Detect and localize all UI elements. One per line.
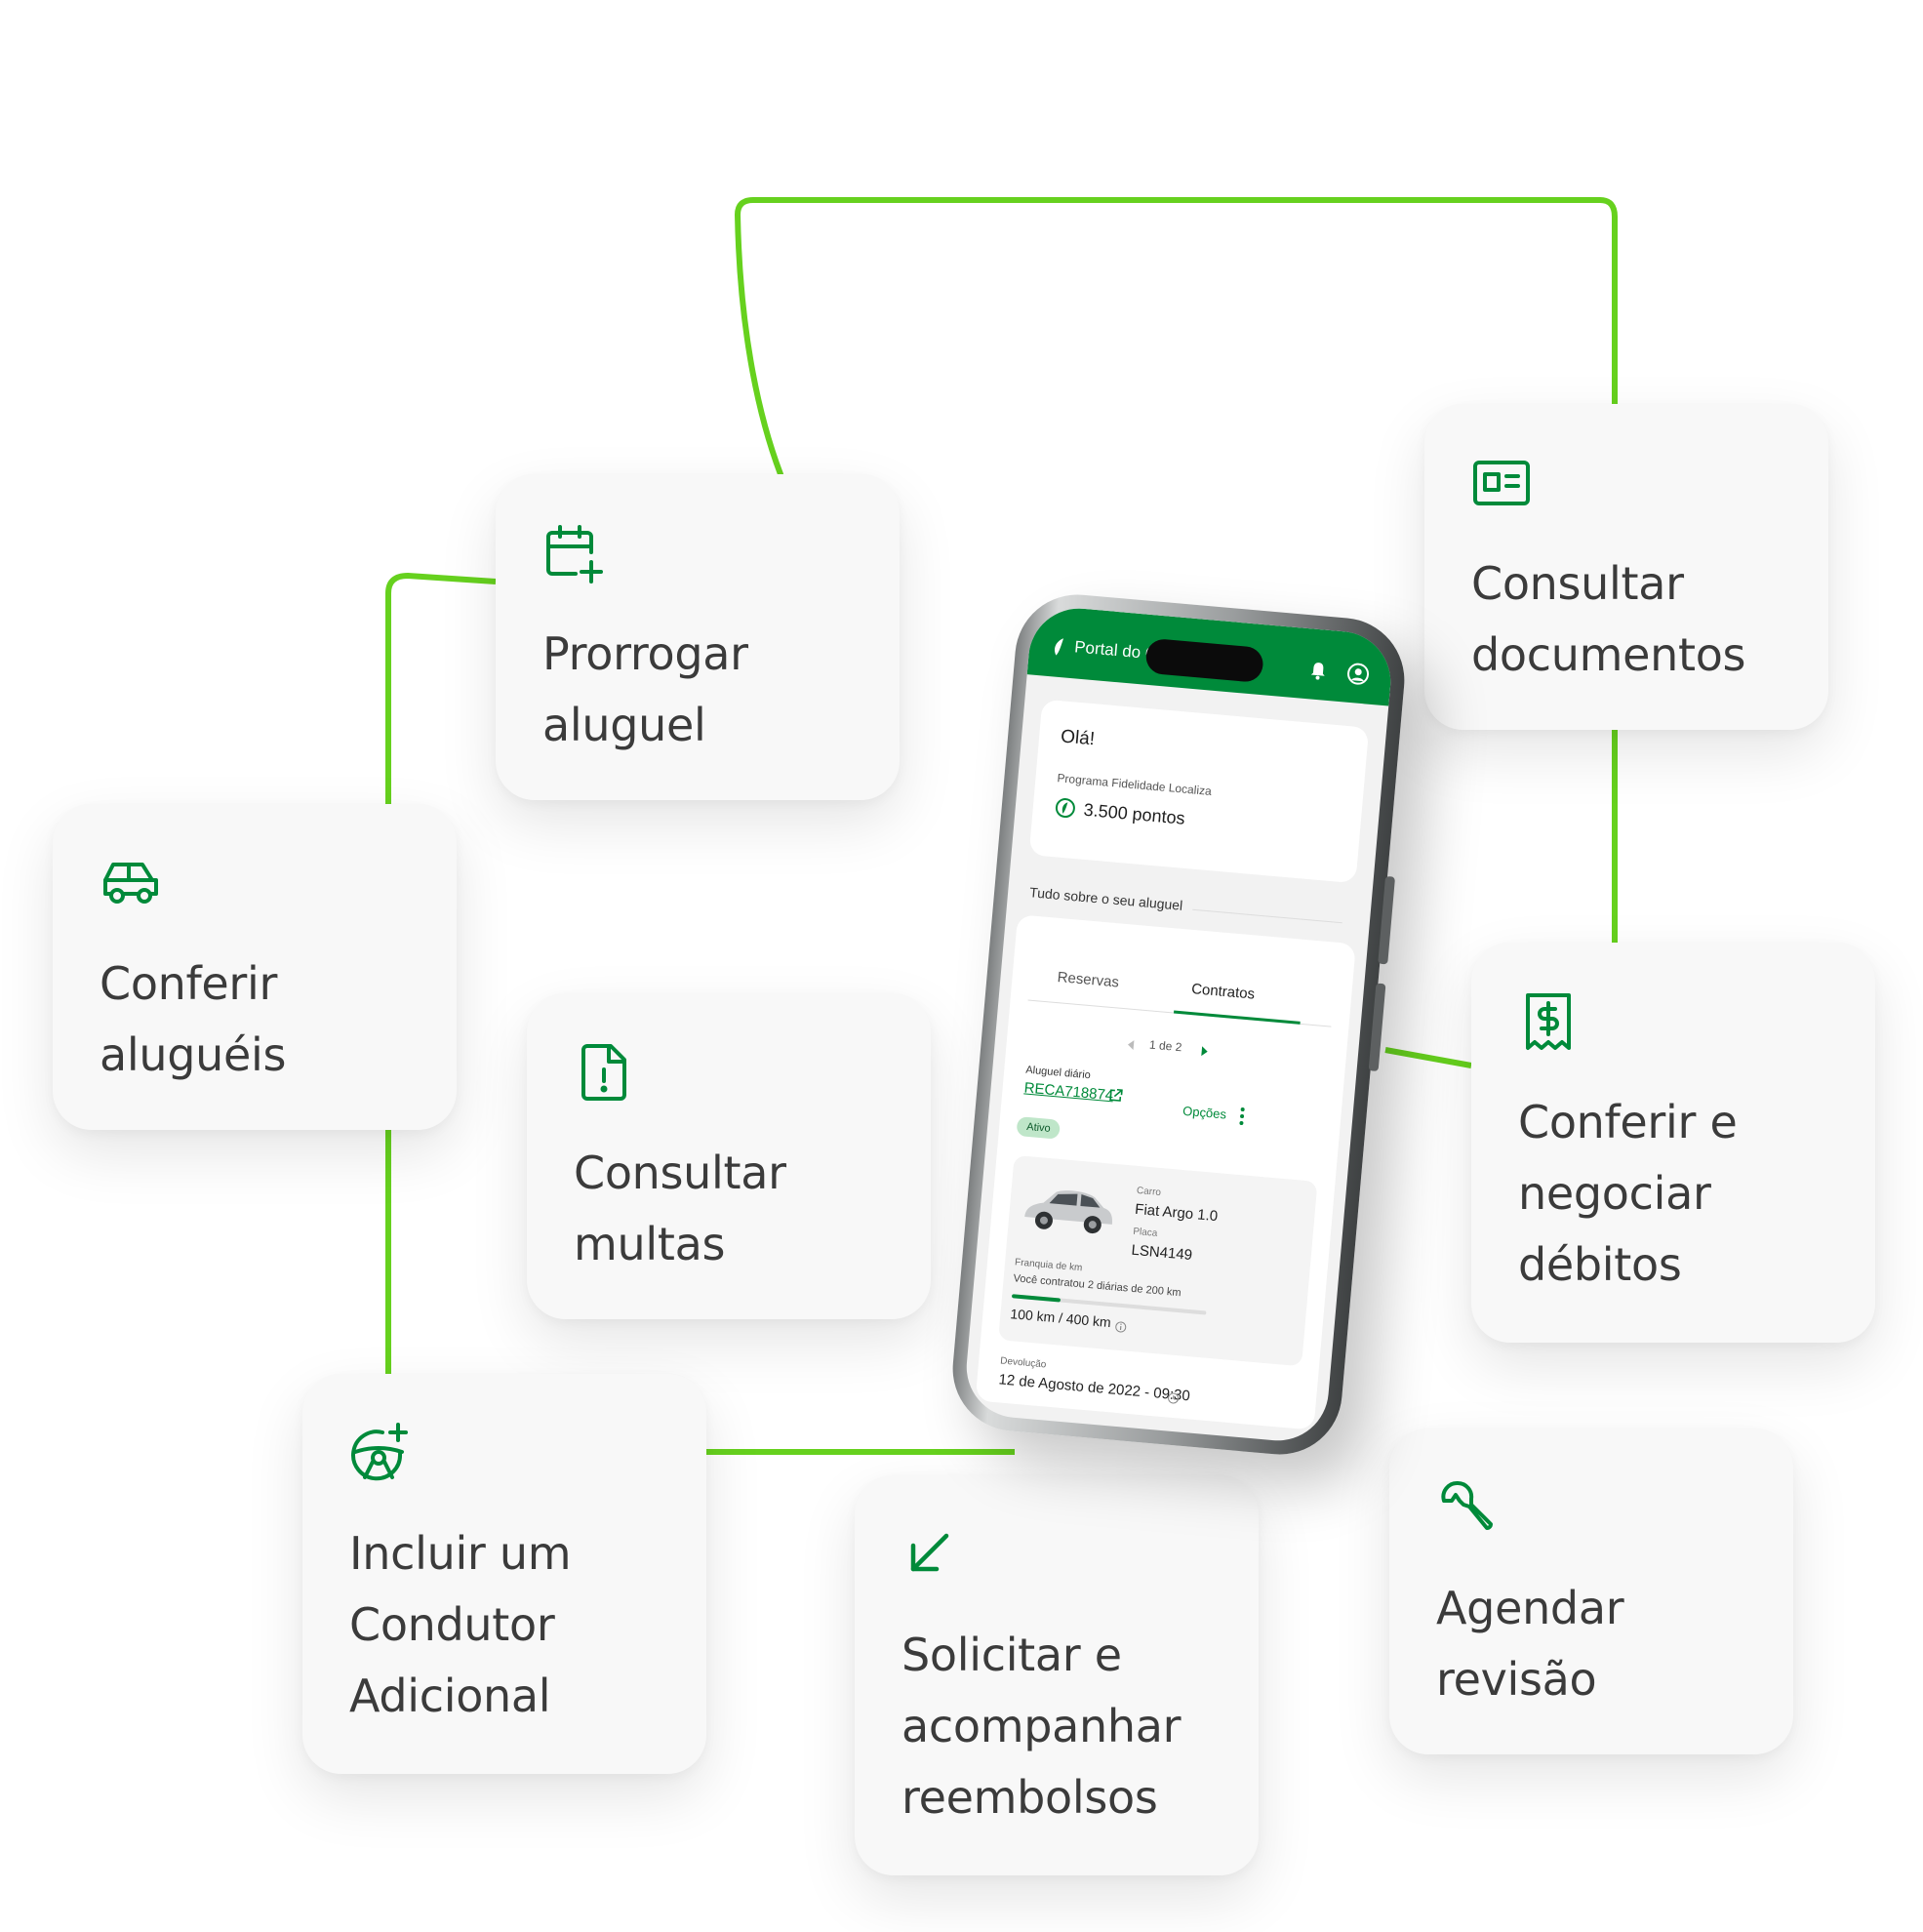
localiza-logo-icon (1055, 638, 1064, 656)
return-date: 12 de Agosto de 2022 - 09:30 (997, 1371, 1191, 1405)
points-icon (1055, 798, 1075, 819)
card-label: Solicitar e acompanhar reembolsos (901, 1629, 1182, 1824)
card-conferir-debitos[interactable]: Conferir e negociar débitos (1471, 943, 1875, 1343)
plate-value: LSN4149 (1130, 1241, 1193, 1265)
card-conferir-alugueis[interactable]: Conferir aluguéis (53, 804, 457, 1130)
section-divider (1192, 908, 1342, 924)
pager-prev-icon[interactable] (1127, 1039, 1135, 1051)
connector-extend-to-docs (734, 197, 1618, 477)
receipt-dollar-icon (1518, 991, 1579, 1052)
dynamic-island (1144, 637, 1264, 684)
car-icon (100, 853, 160, 913)
km-contract-text: Você contratou 2 diárias de 200 km (1013, 1272, 1182, 1300)
card-label: Consultar multas (574, 1147, 786, 1270)
info-icon[interactable] (1114, 1321, 1127, 1334)
topbar-title: Portal do C (1073, 637, 1158, 664)
rental-type: Aluguel diário (1024, 1064, 1092, 1082)
loyalty-card: Olá! Programa Fidelidade Localiza 3.500 … (1028, 699, 1370, 884)
phone-screen: Portal do C Olá! Programa Fidelidade Loc… (962, 604, 1395, 1445)
external-link-icon[interactable] (1107, 1087, 1124, 1104)
phone-mockup: Portal do C Olá! Programa Fidelidade Loc… (947, 589, 1410, 1460)
status-badge: Ativo (1016, 1115, 1062, 1140)
plate-label: Placa (1132, 1226, 1158, 1239)
user-avatar-icon[interactable] (1345, 662, 1371, 687)
id-card-icon (1471, 453, 1532, 513)
km-progress-fill (1011, 1294, 1062, 1303)
card-label: Incluir um Condutor Adicional (349, 1527, 572, 1722)
pager-label: 1 de 2 (1148, 1037, 1182, 1055)
points-value: 3.500 pontos (1082, 799, 1186, 828)
car-image (1024, 1190, 1113, 1234)
card-label: Conferir aluguéis (100, 957, 287, 1081)
km-used: 100 km / 400 km (1009, 1306, 1112, 1331)
document-alert-icon (574, 1042, 634, 1103)
card-incluir-condutor[interactable]: Incluir um Condutor Adicional (302, 1374, 706, 1774)
app-topbar: Portal do C (1026, 604, 1395, 706)
return-label: Devolução (999, 1355, 1047, 1371)
connector-phone-to-debts (1384, 1047, 1472, 1068)
section-title: Tudo sobre o seu aluguel (1028, 884, 1183, 913)
card-label: Consultar documentos (1471, 557, 1746, 681)
card-label: Agendar revisão (1436, 1582, 1624, 1706)
pager-next-icon[interactable] (1201, 1046, 1209, 1057)
loyalty-program-label: Programa Fidelidade Localiza (1056, 771, 1213, 799)
card-consultar-documentos[interactable]: Consultar documentos (1424, 404, 1828, 730)
car-model: Fiat Argo 1.0 (1134, 1200, 1219, 1226)
calendar-plus-icon (542, 523, 603, 584)
card-label: Prorrogar aluguel (542, 627, 748, 751)
wrench-icon (1436, 1477, 1497, 1538)
tab-reservas[interactable]: Reservas (1057, 969, 1120, 991)
card-solicitar-reembolsos[interactable]: Solicitar e acompanhar reembolsos (855, 1475, 1259, 1875)
greeting: Olá! (1060, 726, 1096, 750)
car-label: Carro (1136, 1185, 1162, 1199)
history-icon[interactable] (1167, 1391, 1180, 1404)
rental-card: Reservas Contratos 1 de 2 Aluguel diário… (975, 914, 1356, 1430)
tab-contratos[interactable]: Contratos (1190, 981, 1256, 1003)
options-button[interactable]: Opções (1182, 1103, 1227, 1122)
kebab-menu-icon[interactable] (1238, 1107, 1246, 1126)
car-details: Carro Fiat Argo 1.0 Placa LSN4149 Franqu… (998, 1154, 1318, 1367)
arrow-down-left-icon (901, 1524, 962, 1585)
card-label: Conferir e negociar débitos (1518, 1096, 1738, 1291)
card-agendar-revisao[interactable]: Agendar revisão (1389, 1429, 1793, 1754)
bell-icon[interactable] (1308, 660, 1328, 680)
steering-wheel-plus-icon (349, 1423, 410, 1483)
connector-extend-to-rentals (385, 572, 497, 804)
active-tab-indicator (1173, 1010, 1301, 1025)
contract-code-link[interactable]: RECA718874 (1022, 1079, 1114, 1105)
card-consultar-multas[interactable]: Consultar multas (527, 993, 931, 1319)
card-prorrogar-aluguel[interactable]: Prorrogar aluguel (496, 474, 900, 800)
km-franchise-label: Franquia de km (1014, 1257, 1083, 1274)
